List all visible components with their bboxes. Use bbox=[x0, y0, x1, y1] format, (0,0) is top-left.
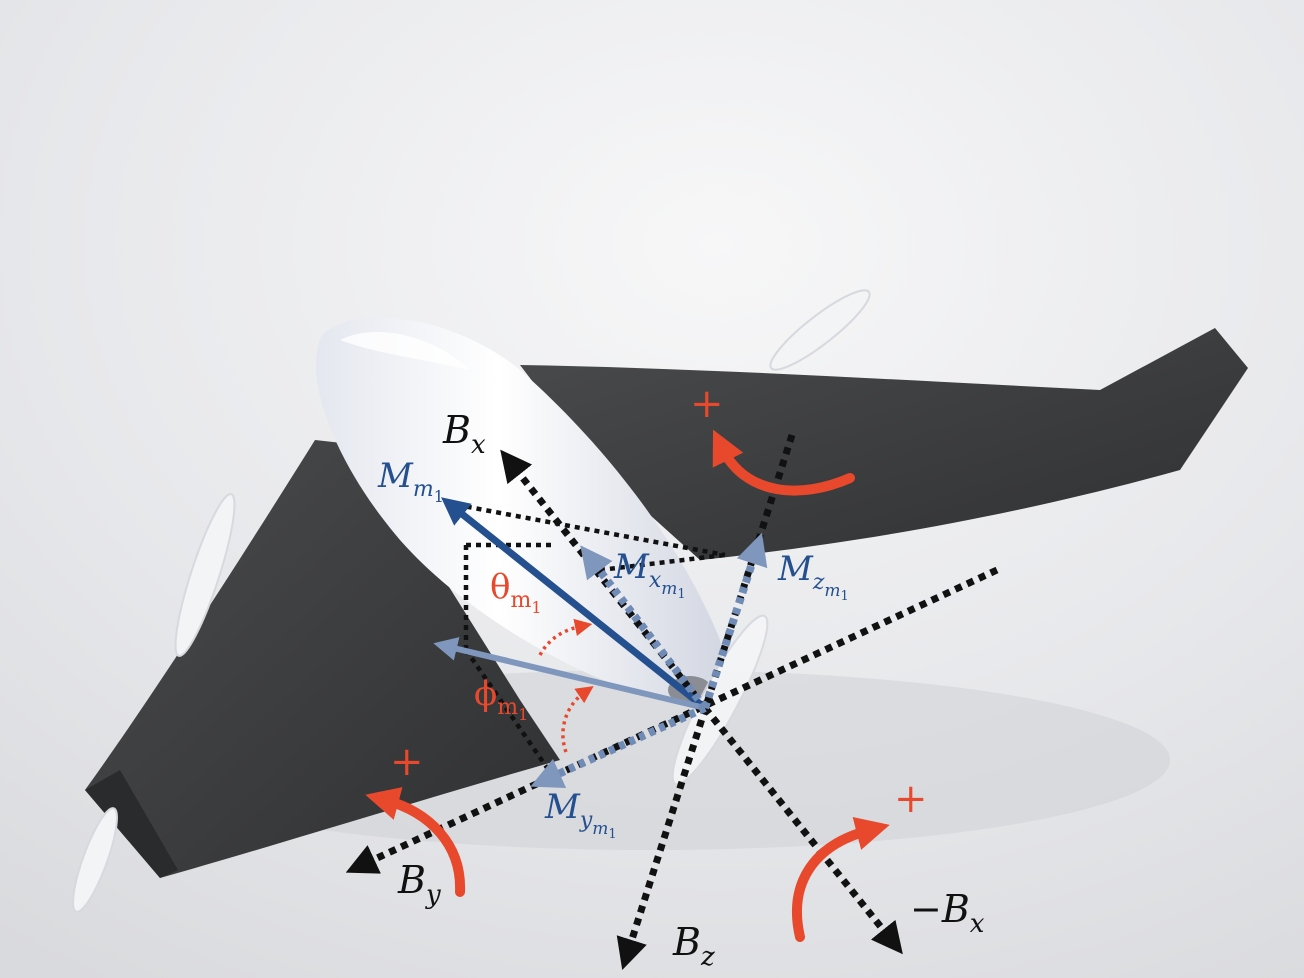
by-label: By bbox=[397, 858, 441, 910]
m-vector bbox=[441, 497, 708, 711]
mx-vector bbox=[580, 545, 709, 711]
phi-label: ϕm1 bbox=[474, 674, 528, 724]
left-propeller bbox=[174, 493, 236, 657]
mx-label: Mxm1 bbox=[613, 547, 686, 602]
guide-to-bz bbox=[599, 552, 726, 573]
projection-guides bbox=[446, 500, 726, 777]
bz-label: Bz bbox=[672, 920, 715, 972]
neg-bx-label: −Bx bbox=[910, 887, 985, 939]
plus-sign-z: + bbox=[894, 776, 928, 822]
theta-label: θm1 bbox=[490, 567, 542, 617]
left-winglet bbox=[85, 770, 178, 878]
m-projection-vector bbox=[433, 637, 706, 711]
rotation-z bbox=[792, 816, 890, 942]
bx-label: Bx bbox=[442, 408, 486, 460]
plus-sign-x: + bbox=[690, 381, 724, 427]
m-label: Mm1 bbox=[377, 456, 444, 506]
moment-vectors bbox=[433, 497, 768, 789]
right-propeller bbox=[769, 289, 871, 371]
my-label: Mym1 bbox=[544, 787, 617, 842]
plus-sign-y: + bbox=[390, 739, 424, 785]
guide-m-to-mx bbox=[446, 500, 726, 558]
rotation-x bbox=[712, 429, 855, 496]
neg-bx-axis bbox=[702, 705, 903, 955]
left-wing bbox=[85, 440, 560, 878]
by-axis bbox=[345, 566, 999, 874]
my-vector bbox=[530, 704, 707, 789]
fuselage-highlight bbox=[340, 331, 470, 370]
lower-left-propeller bbox=[72, 807, 118, 913]
right-wing bbox=[520, 328, 1248, 560]
mz-label: Mzm1 bbox=[777, 549, 849, 604]
rotation-arrows bbox=[365, 429, 890, 942]
rotation-y bbox=[365, 787, 466, 897]
